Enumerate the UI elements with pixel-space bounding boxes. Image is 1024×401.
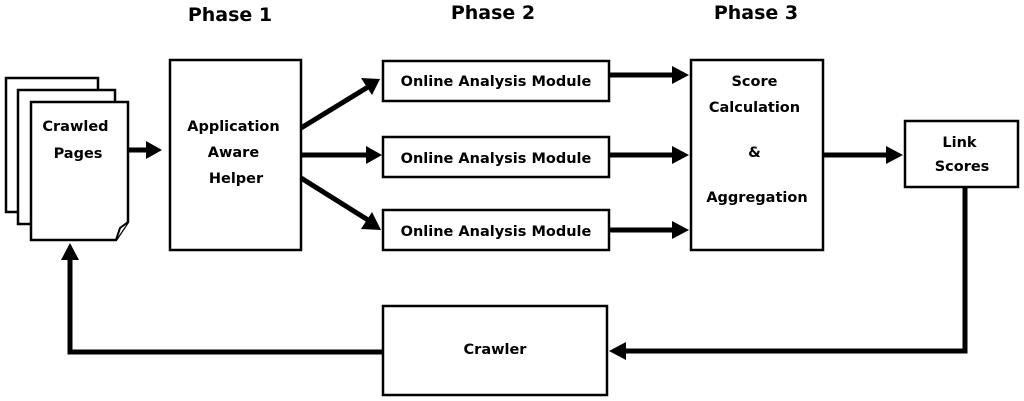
arrow-pages-to-helper xyxy=(128,141,162,159)
score-box xyxy=(689,58,825,252)
online-analysis-module-2: Online Analysis Module xyxy=(381,135,611,179)
phase-2-label: Phase 2 xyxy=(451,2,535,24)
application-aware-helper-node: Application Aware Helper xyxy=(168,58,303,252)
crawler-label: Crawler xyxy=(464,342,528,358)
oam-3-box xyxy=(381,208,611,252)
crawler-node: Crawler xyxy=(381,304,609,397)
arrow-link-scores-to-crawler xyxy=(609,187,968,360)
link-scores-box xyxy=(903,119,1020,189)
arrow-oam-1-to-score xyxy=(609,66,689,84)
arrow-helper-to-oam-3 xyxy=(299,175,381,230)
arrow-helper-to-oam-2 xyxy=(301,146,382,164)
oam-2-box xyxy=(381,135,611,179)
crawler-box xyxy=(381,304,609,397)
crawled-pages-label: Crawled Pages xyxy=(42,119,113,162)
arrow-crawler-to-pages xyxy=(61,243,383,355)
helper-label: Application Aware Helper xyxy=(187,119,285,187)
link-scores-node: Link Scores xyxy=(903,119,1020,189)
score-label: Score Calculation & Aggregation xyxy=(706,74,807,206)
oam-2-label: Online Analysis Module xyxy=(401,151,592,167)
score-aggregation-node: Score Calculation & Aggregation xyxy=(689,58,825,252)
arrow-oam-2-to-score xyxy=(609,146,689,164)
phase-3-label: Phase 3 xyxy=(714,2,798,24)
oam-3-label: Online Analysis Module xyxy=(401,224,592,240)
arrow-oam-3-to-score xyxy=(609,221,689,239)
page-corner-fold xyxy=(115,221,129,241)
oam-1-box xyxy=(381,59,611,103)
link-scores-label: Link Scores xyxy=(935,135,990,175)
crawled-pages-node: Crawled Pages xyxy=(4,76,130,242)
online-analysis-module-1: Online Analysis Module xyxy=(381,59,611,103)
online-analysis-module-3: Online Analysis Module xyxy=(381,208,611,252)
phase-1-label: Phase 1 xyxy=(188,4,272,26)
oam-1-label: Online Analysis Module xyxy=(401,74,592,90)
arrow-score-to-link-scores xyxy=(823,146,903,164)
arrow-helper-to-oam-1 xyxy=(299,78,380,131)
